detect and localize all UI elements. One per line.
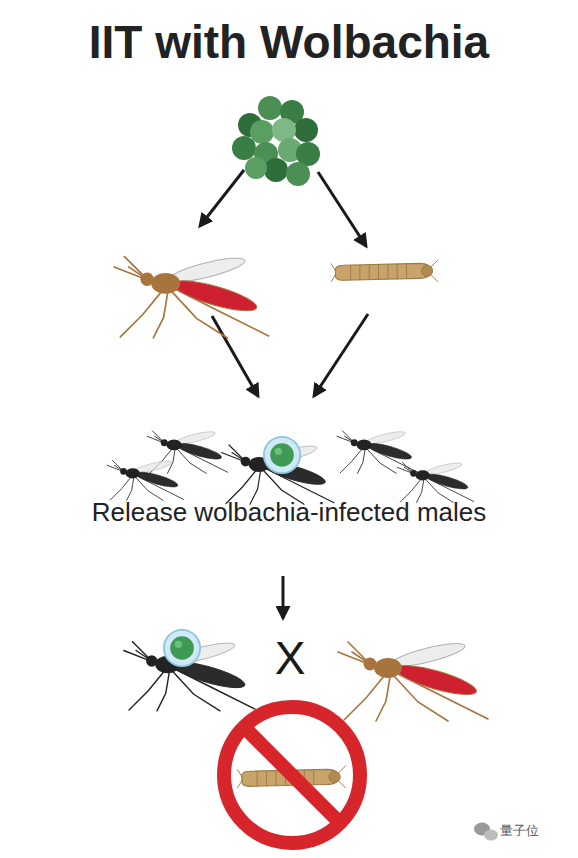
female-mosquito	[338, 639, 488, 721]
no-offspring-symbol	[224, 707, 360, 843]
wolbachia-bubble	[164, 630, 200, 666]
larva	[331, 260, 438, 282]
flow-arrow	[200, 170, 368, 618]
watermark-icon	[474, 823, 498, 841]
title: IIT with Wolbachia	[10, 14, 568, 70]
watermark: 量子位	[500, 822, 570, 840]
cross-symbol: X	[262, 632, 318, 684]
caption-text: Release wolbachia-infected males	[84, 494, 494, 530]
egg-cluster	[232, 96, 320, 186]
male-mosquito-group	[107, 429, 474, 504]
female-mosquito	[114, 254, 269, 338]
